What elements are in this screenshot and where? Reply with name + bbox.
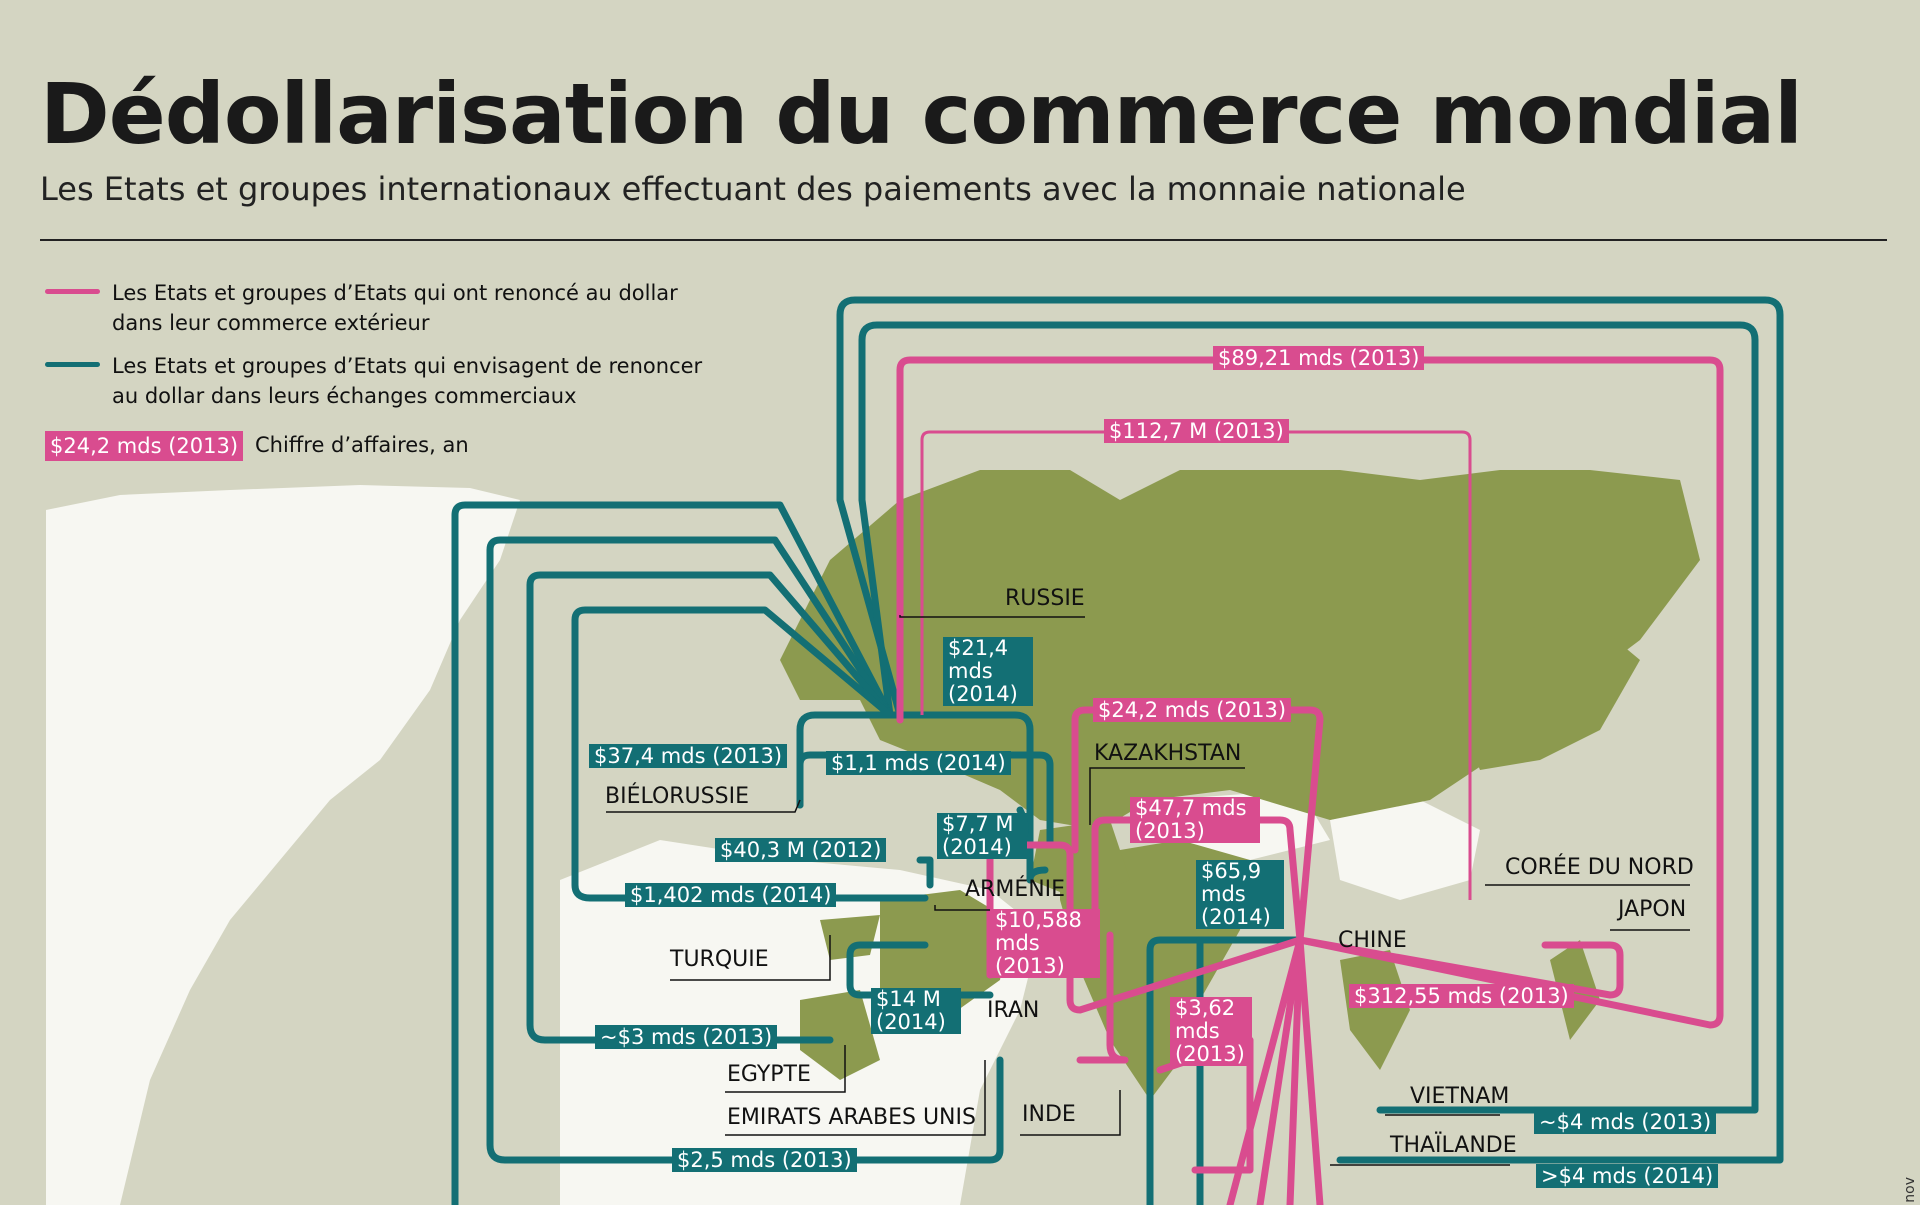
flow-label-text: $14 M (2014) — [876, 987, 946, 1034]
flow-label: ~$3 mds (2013) — [595, 1025, 778, 1049]
flow-label: $1,402 mds (2014) — [625, 883, 837, 907]
legend-pink-text: Les Etats et groupes d’Etats qui ont ren… — [112, 278, 678, 338]
country-label-turquie: TURQUIE — [670, 947, 769, 972]
flow-label-text: $3,62 mds (2013) — [1175, 996, 1245, 1066]
country-label-egypte: EGYPTE — [727, 1062, 811, 1087]
flow-label-text: $65,9 mds (2014) — [1201, 859, 1271, 929]
country-label-armenie: ARMÉNIE — [965, 877, 1066, 902]
flow-label: $2,5 mds (2013) — [672, 1148, 857, 1172]
legend-teal-text-2: au dollar dans leurs échanges commerciau… — [112, 384, 577, 408]
page-title: Dédollarisation du commerce mondial — [40, 65, 1803, 163]
country-label-inde: INDE — [1022, 1102, 1076, 1127]
country-label-thailande: THAÏLANDE — [1390, 1133, 1517, 1158]
country-label-bielorussie: BIÉLORUSSIE — [605, 784, 749, 809]
country-label-chine: CHINE — [1338, 928, 1407, 953]
legend-pink-text-2: dans leur commerce extérieur — [112, 311, 430, 335]
legend-teal-text: Les Etats et groupes d’Etats qui envisag… — [112, 351, 702, 411]
flow-label: $10,588 mds (2013) — [990, 909, 1100, 978]
flow-label: $112,7 M (2013) — [1104, 419, 1289, 443]
country-label-kazakhstan: KAZAKHSTAN — [1094, 741, 1242, 766]
country-label-coree-nord: CORÉE DU NORD — [1505, 855, 1694, 880]
country-label-emirats: EMIRATS ARABES UNIS — [727, 1105, 976, 1130]
flow-label-text: $47,7 mds (2013) — [1135, 796, 1247, 843]
flow-label: $65,9 mds (2014) — [1196, 860, 1284, 929]
flow-label: ~$4 mds (2013) — [1534, 1110, 1717, 1134]
leader-lines — [606, 615, 1690, 1166]
flow-label: $47,7 mds (2013) — [1130, 797, 1260, 843]
flow-label: $14 M (2014) — [871, 988, 961, 1034]
flow-label-text: $10,588 mds (2013) — [995, 908, 1082, 978]
flow-label: $3,62 mds (2013) — [1170, 997, 1252, 1066]
legend-sample-value: $24,2 mds (2013) — [45, 431, 244, 461]
legend-pink-text-1: Les Etats et groupes d’Etats qui ont ren… — [112, 281, 678, 305]
flow-label-text: $21,4 mds (2014) — [948, 636, 1018, 706]
flow-label: $24,2 mds (2013) — [1093, 698, 1292, 722]
pink-flows — [896, 356, 1724, 1205]
credit: nov — [1902, 1177, 1918, 1203]
flow-label: $1,1 mds (2014) — [826, 751, 1011, 775]
flow-label: $89,21 mds (2013) — [1213, 346, 1425, 370]
flow-label: >$4 mds (2014) — [1536, 1164, 1719, 1188]
legend-sample-caption: Chiffre d’affaires, an — [255, 433, 469, 457]
flow-label: $21,4 mds (2014) — [943, 637, 1033, 706]
flow-label: $40,3 M (2012) — [715, 838, 887, 862]
country-label-vietnam: VIETNAM — [1410, 1084, 1510, 1109]
flow-label: $312,55 mds (2013) — [1349, 984, 1574, 1008]
header-divider — [40, 239, 1887, 241]
legend-teal-text-1: Les Etats et groupes d’Etats qui envisag… — [112, 354, 703, 378]
legend-pink-line — [45, 289, 100, 294]
country-label-japon: JAPON — [1618, 897, 1687, 922]
flow-label: $7,7 M (2014) — [937, 813, 1027, 859]
country-label-iran: IRAN — [987, 998, 1040, 1023]
page-subtitle: Les Etats et groupes internationaux effe… — [40, 170, 1466, 208]
flow-label-text: $7,7 M (2014) — [942, 812, 1014, 859]
flow-label: $37,4 mds (2013) — [589, 744, 788, 768]
teal-flows — [451, 296, 1784, 1205]
legend-teal-line — [45, 362, 100, 367]
country-label-russie: RUSSIE — [1005, 586, 1085, 611]
